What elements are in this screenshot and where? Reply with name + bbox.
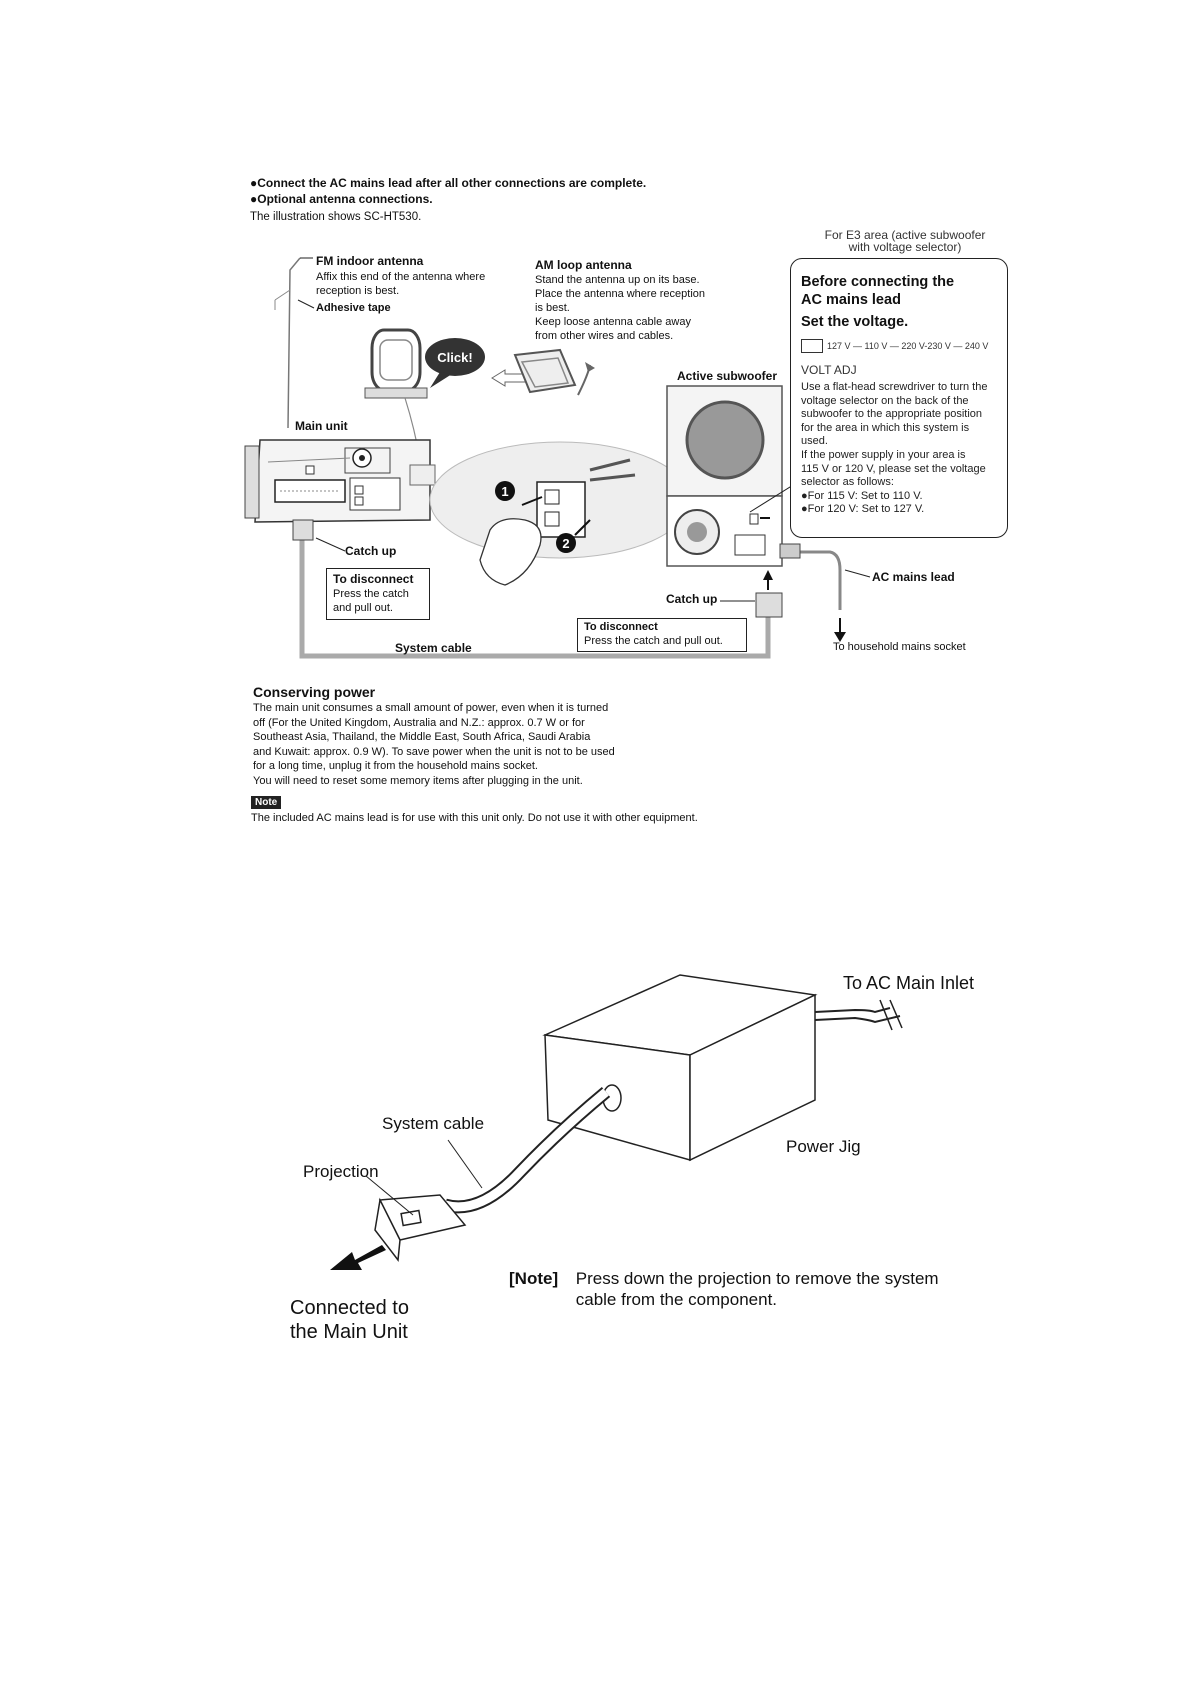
voltage-body-line: 115 V or 120 V, please set the voltage [801,462,986,475]
power-jig-diagram [330,974,903,1270]
conserving-line: You will need to reset some memory items… [253,774,583,787]
catch-up-left-label: Catch up [345,544,397,558]
voltage-body-line: for the area in which this system is [801,421,970,434]
main-unit-label: Main unit [295,419,348,433]
ac-mains-lead-label: AC mains lead [872,570,955,584]
am-antenna-line: Stand the antenna up on its base. [535,274,700,286]
am-antenna-line: Keep loose antenna cable away [535,316,691,328]
household-socket-label: To household mains socket [833,641,966,653]
jig-note-tag: [Note] [509,1269,559,1288]
conserving-line: The main unit consumes a small amount of… [253,702,609,714]
voltage-body-line: ●For 120 V: Set to 127 V. [801,503,925,516]
connection-diagram: Click! 1 2 [244,257,871,659]
antenna-base-drawing [513,348,595,396]
voltage-scale-text: 127 V — 110 V — 220 V-230 V — 240 V [827,341,989,351]
adhesive-tape-label: Adhesive tape [316,302,391,314]
am-antenna-line: Place the antenna where reception [535,288,706,300]
am-antenna-line: is best. [535,302,570,314]
intro-bullet-ac: ●Connect the AC mains lead after all oth… [250,176,647,190]
click-text: Click! [437,350,472,365]
voltage-scale: 127 V — 110 V — 220 V-230 V — 240 V [801,339,999,353]
projection-label: Projection [303,1162,379,1181]
note-text: The included AC mains lead is for use wi… [251,812,698,824]
disconnect-left-line2: and pull out. [333,602,393,614]
am-antenna-title: AM loop antenna [535,258,632,272]
intro-bullet-antenna: ●Optional antenna connections. [250,192,433,206]
step-2-badge [556,533,576,553]
subwoofer-drawing [666,385,783,567]
active-subwoofer-label: Active subwoofer [677,369,778,383]
am-antenna-line: from other wires and cables. [535,330,674,342]
step-1-badge [495,481,515,501]
jig-system-cable-label: System cable [382,1114,485,1133]
illustration-note: The illustration shows SC-HT530. [250,211,422,223]
note-badge: Note [251,796,282,809]
voltage-body-line: subwoofer to the appropriate position [801,408,983,421]
jig-note-line2: cable from the component. [575,1290,778,1309]
conserving-power-section: Conserving power The main unit consumes … [253,684,713,788]
voltage-heading2: AC mains lead [801,292,901,308]
e3-area-line2: with voltage selector) [848,240,962,254]
voltage-body-line: selector as follows: [801,476,894,489]
to-ac-main-inlet-label: To AC Main Inlet [843,973,975,993]
hand-drawing [479,518,542,586]
main-unit-drawing [244,439,436,523]
connected-line2: the Main Unit [290,1321,408,1343]
voltage-heading1: Before connecting the [801,274,955,290]
voltage-heading3: Set the voltage. [801,314,909,330]
step-2-number: 2 [562,536,569,551]
fm-antenna-tail [274,289,291,310]
e3-area-line1: For E3 area (active subwoofer [824,228,986,242]
disconnect-right-line1: Press the catch and pull out. [584,635,723,647]
terminal-closeup [536,458,636,538]
conserving-line: for a long time, unplug it from the hous… [253,760,538,772]
fm-antenna-wire [287,257,301,429]
disconnect-box-left: To disconnect Press the catch and pull o… [326,568,430,620]
jig-note-text: Press down the projection to remove the … [576,1268,939,1310]
volt-adj-label: VOLT ADJ [801,363,857,377]
disconnect-left-line1: Press the catch [333,588,409,600]
disconnect-box-right: To disconnect Press the catch and pull o… [577,618,747,652]
conserving-power-title: Conserving power [253,684,376,700]
connect-arrow-icon [330,1245,386,1270]
jig-system-cable [443,1084,622,1214]
system-cable-connector [374,1194,467,1262]
disconnect-left-title: To disconnect [333,572,414,586]
ac-inlet-cable [814,1007,901,1024]
catch-up-right-label: Catch up [666,592,718,606]
connected-to-main-unit: Connected to the Main Unit [290,1296,409,1344]
voltage-body-line: If the power supply in your area is [801,448,966,461]
voltage-body-line: ●For 115 V: Set to 110 V. [801,489,923,502]
e3-area-note: For E3 area (active subwoofer with volta… [800,229,1010,253]
ac-mains-cable [790,550,842,610]
system-cable-label: System cable [395,641,472,655]
voltage-selector-icon [801,339,823,353]
conserving-line: Southeast Asia, Thailand, the Middle Eas… [253,731,591,743]
jig-note-line1: Press down the projection to remove the … [575,1269,939,1288]
click-bubble [425,338,485,376]
power-jig-label: Power Jig [786,1137,861,1156]
connected-line1: Connected to [290,1297,409,1319]
jig-note: [Note] Press down the projection to remo… [509,1268,939,1310]
power-jig-box [542,974,818,1162]
voltage-selector-box: Before connecting the AC mains lead Set … [790,258,1008,538]
fm-antenna-title: FM indoor antenna [316,254,424,268]
adhesive-tape-pointer [297,299,315,309]
am-antenna-block: AM loop antenna Stand the antenna up on … [535,258,765,343]
disconnect-right-title: To disconnect [584,621,658,633]
voltage-body-line: voltage selector on the back of the [801,394,969,407]
voltage-body: Use a flat-head screwdriver to turn the … [801,381,999,517]
conserving-line: and Kuwait: approx. 0.9 W). To save powe… [253,745,615,758]
fm-antenna-line1: Affix this end of the antenna where [316,271,486,283]
step-1-number: 1 [501,484,508,499]
conserving-line: off (For the United Kingdom, Australia a… [253,716,585,729]
voltage-body-line: used. [801,435,828,448]
system-cable-line [299,530,771,659]
fm-antenna-line2: reception is best. [316,285,400,297]
voltage-body-line: Use a flat-head screwdriver to turn the [801,381,988,393]
